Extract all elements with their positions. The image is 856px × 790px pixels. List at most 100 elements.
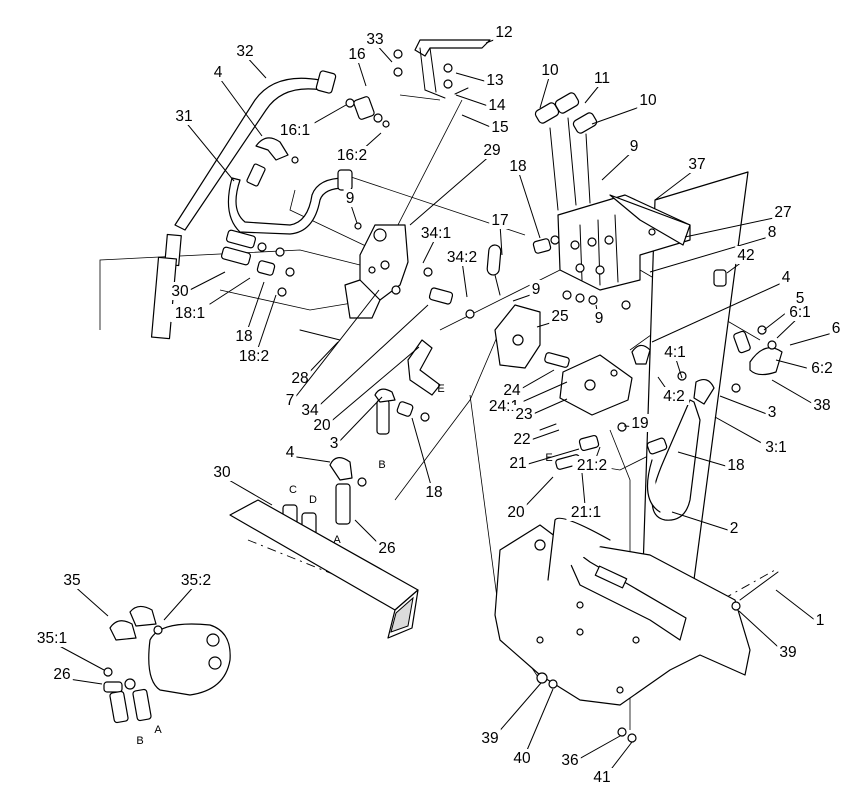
callout-label: 34:2 bbox=[447, 249, 477, 266]
valve-port-3 bbox=[604, 235, 614, 245]
lever-knob-2 bbox=[554, 92, 580, 114]
fitting-18-top bbox=[532, 238, 552, 254]
callout-c11: 11 bbox=[584, 69, 613, 104]
hose-fitting-31-lower bbox=[246, 163, 266, 187]
callout-background bbox=[481, 141, 503, 159]
callout-label: 39 bbox=[779, 644, 796, 661]
callout-c18d: 18 bbox=[411, 417, 445, 501]
callout-background bbox=[501, 381, 523, 399]
callout-label: 35:2 bbox=[181, 572, 211, 589]
callout-background bbox=[493, 23, 515, 41]
valve-washer-2 bbox=[575, 293, 585, 303]
left-fittings bbox=[220, 229, 295, 297]
hose-32 bbox=[174, 77, 323, 231]
callout-label: 10 bbox=[639, 92, 657, 109]
callout-background bbox=[376, 539, 398, 557]
callout-background bbox=[784, 303, 816, 321]
fitting-18-lower bbox=[396, 401, 414, 417]
oring-34-2 bbox=[465, 309, 475, 319]
lever-shaft-3 bbox=[585, 133, 591, 204]
callout-background bbox=[806, 359, 838, 377]
callout-c14: 14 bbox=[455, 94, 508, 114]
bolt-1 bbox=[739, 571, 779, 601]
callout-c26b: 26 bbox=[51, 665, 103, 685]
callout-label: 18 bbox=[509, 158, 526, 175]
callout-label: 16:2 bbox=[337, 147, 367, 164]
callout-background bbox=[51, 665, 73, 683]
callout-label: 12 bbox=[495, 24, 512, 41]
oring-16-1 bbox=[345, 98, 355, 108]
callout-background bbox=[627, 137, 641, 155]
callout-label: 21:1 bbox=[571, 504, 601, 521]
callout-background bbox=[416, 224, 456, 242]
washer-33b bbox=[393, 67, 403, 77]
port-label-pC: C bbox=[289, 484, 297, 496]
fitting-30b bbox=[220, 246, 252, 266]
cylinder-port-1 bbox=[206, 633, 220, 647]
callout-background bbox=[507, 157, 529, 175]
callout-background bbox=[686, 155, 708, 173]
callout-c30a: 30 bbox=[169, 271, 226, 300]
bracket-hole-3 bbox=[576, 628, 584, 636]
callout-background bbox=[513, 405, 535, 423]
port-label-pE2: E bbox=[545, 452, 552, 464]
callout-label: 3:1 bbox=[765, 439, 787, 456]
washer-30b bbox=[275, 247, 285, 257]
bracket-leg-2 bbox=[429, 47, 437, 93]
manifold bbox=[544, 352, 633, 416]
callout-c39a: 39 bbox=[738, 610, 799, 661]
callout-label: 24:1 bbox=[489, 398, 519, 415]
elbow-6 bbox=[749, 347, 783, 376]
leader-line bbox=[461, 260, 468, 298]
callout-background bbox=[32, 629, 72, 647]
callout-background bbox=[658, 387, 690, 405]
hose-2-fitting bbox=[646, 437, 668, 455]
valve-bolt-hole bbox=[648, 228, 656, 236]
leader-line bbox=[499, 223, 503, 256]
ref-line-left-fittings bbox=[99, 249, 361, 330]
callout-label: 29 bbox=[483, 142, 500, 159]
callout-label: 9 bbox=[532, 281, 541, 298]
callout-label: 8 bbox=[768, 224, 777, 241]
bracket-leg-1 bbox=[419, 47, 426, 91]
callout-background bbox=[725, 456, 747, 474]
callout-label: 20 bbox=[313, 417, 331, 434]
washer-39a bbox=[731, 601, 741, 611]
callout-background bbox=[779, 268, 793, 286]
callout-c18a: 18 bbox=[507, 157, 541, 239]
ref-line-fitting-26 bbox=[394, 329, 501, 501]
callout-background bbox=[283, 443, 297, 461]
leader-line bbox=[651, 280, 787, 343]
oring-9b bbox=[354, 222, 362, 230]
fitting-26b bbox=[109, 690, 129, 724]
callout-background bbox=[591, 69, 613, 87]
callout-background bbox=[592, 309, 606, 327]
callout-background bbox=[234, 42, 256, 60]
callout-label: 35 bbox=[63, 572, 80, 589]
callout-label: 16:1 bbox=[280, 122, 310, 139]
callout-label: 39 bbox=[481, 730, 498, 747]
washer-33a bbox=[393, 49, 403, 59]
oring-35-1 bbox=[103, 667, 113, 677]
callout-background bbox=[765, 223, 779, 241]
callout-background bbox=[507, 454, 529, 472]
callout-c15: 15 bbox=[461, 114, 511, 136]
bracket-slot bbox=[594, 565, 628, 589]
callout-label: 3 bbox=[768, 404, 777, 421]
elbow-35a bbox=[109, 620, 137, 641]
left-valve bbox=[299, 222, 409, 341]
lever-shaft-2 bbox=[567, 117, 577, 206]
callout-background bbox=[299, 401, 321, 419]
hoses bbox=[150, 70, 390, 340]
hose-32-fitting bbox=[315, 70, 337, 94]
callout-c34_2: 34:2 bbox=[442, 248, 482, 298]
callout-c3a: 3 bbox=[719, 395, 779, 421]
leader-line bbox=[671, 511, 735, 533]
fitting-26 bbox=[335, 483, 351, 525]
fitting-16 bbox=[353, 96, 375, 120]
callout-c34: 34 bbox=[299, 304, 429, 419]
callout-label: 4 bbox=[782, 269, 791, 286]
callout-label: 33 bbox=[366, 31, 383, 48]
callout-label: 1 bbox=[816, 612, 825, 629]
